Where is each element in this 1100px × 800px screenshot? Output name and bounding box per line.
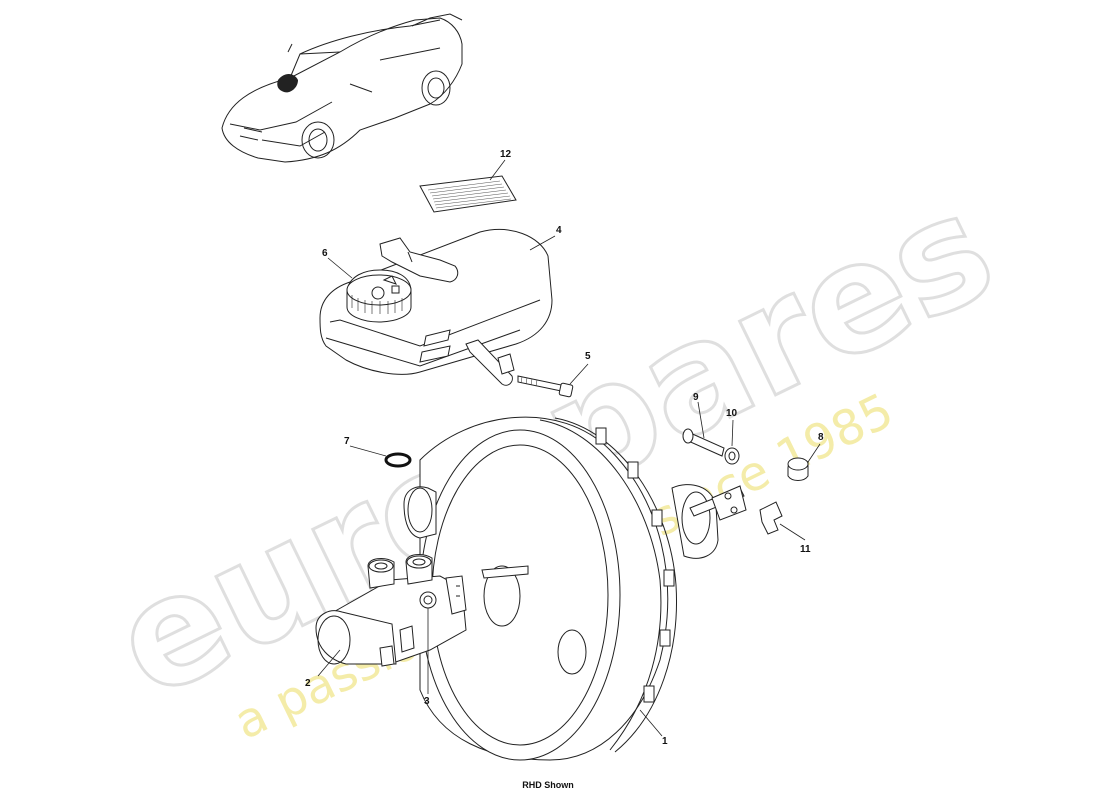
callout-2: 2 [305,678,311,689]
master-cylinder [315,554,467,667]
callout-7: 7 [344,436,350,447]
callout-leaders [317,159,821,737]
callout-11: 11 [800,544,811,555]
reservoir-cap [346,269,412,323]
callout-4: 4 [556,225,562,236]
callout-5: 5 [585,351,591,362]
callout-numbers: 1 2 3 4 5 6 7 8 9 10 11 12 [305,149,824,747]
bolt-9 [682,428,725,457]
callout-8: 8 [818,432,824,443]
callout-9: 9 [693,392,699,403]
brake-booster [403,416,747,761]
nut-8 [787,457,809,481]
callout-10: 10 [726,408,738,419]
bracket-11 [759,501,783,535]
bolt-5 [517,375,574,398]
callout-1: 1 [662,736,668,747]
callout-12: 12 [500,149,512,160]
callout-3: 3 [424,696,430,707]
warning-label-decal [419,175,517,213]
washer-10 [724,447,740,465]
callout-6: 6 [322,248,328,259]
car-illustration [221,13,463,163]
o-ring [384,452,412,468]
rhd-shown-caption: RHD Shown [522,780,574,790]
